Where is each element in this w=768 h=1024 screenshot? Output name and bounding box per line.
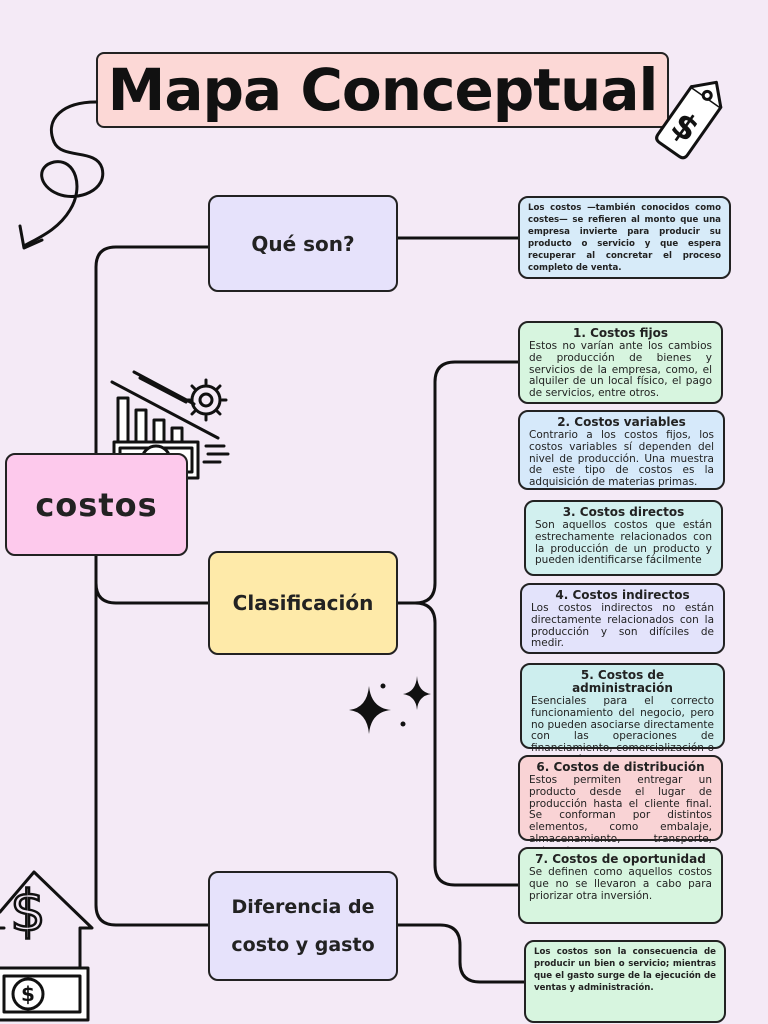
cost-type-text: Son aquellos costos que están estrechame… (535, 519, 712, 567)
sparkles-icon (349, 676, 431, 734)
title-banner: Mapa Conceptual (96, 52, 669, 128)
central-node-costos: costos (5, 453, 188, 556)
central-node-label: costos (35, 485, 158, 524)
definition-text: Los costos —también conocidos como coste… (528, 203, 721, 273)
cost-type-card: 3. Costos directos Son aquellos costos q… (524, 500, 723, 576)
banknote-icon: $ (0, 966, 90, 1022)
cost-type-card: 4. Costos indirectos Los costos indirect… (520, 583, 725, 654)
difference-card: Los costos son la consecuencia de produc… (524, 940, 726, 1023)
cost-type-heading: 2. Costos variables (557, 415, 686, 429)
node-que-son-label: Qué son? (251, 231, 355, 256)
svg-text:$: $ (10, 879, 46, 944)
cost-type-text: Estos permiten entregar un producto desd… (529, 774, 712, 857)
page-title: Mapa Conceptual (107, 56, 659, 124)
node-clasificacion: Clasificación (208, 551, 398, 655)
cost-type-card: 7. Costos de oportunidad Se definen como… (518, 847, 723, 924)
node-diferencia-label: Diferencia de costo y gasto (231, 896, 375, 956)
cost-type-text: Se definen como aquellos costos que no s… (529, 866, 712, 902)
cost-type-text: Contrario a los costos fijos, los costos… (529, 429, 714, 489)
swirl-arrow-icon (18, 100, 105, 250)
cost-type-heading: 7. Costos de oportunidad (535, 852, 706, 866)
cost-type-heading: 4. Costos indirectos (555, 588, 690, 602)
cost-type-text: Estos no varían ante los cambios de prod… (529, 340, 712, 400)
cost-type-text: Los costos indirectos no están directame… (531, 602, 714, 650)
node-que-son: Qué son? (208, 195, 398, 292)
cost-type-card: 1. Costos fijos Estos no varían ante los… (518, 321, 723, 404)
svg-text:$: $ (21, 982, 35, 1006)
cost-type-card: 6. Costos de distribución Estos permiten… (518, 755, 723, 857)
cost-type-heading: 5. Costos de administración (572, 668, 673, 695)
house-dollar-icon: $ (0, 870, 94, 972)
difference-text: Los costos son la consecuencia de produc… (534, 947, 716, 993)
definition-card: Los costos —también conocidos como coste… (518, 196, 731, 279)
node-clasificacion-label: Clasificación (232, 591, 374, 615)
cost-type-heading: 3. Costos directos (562, 505, 685, 519)
node-diferencia: Diferencia de costo y gasto (208, 871, 398, 981)
cost-type-heading: 6. Costos de distribución (536, 760, 705, 774)
cost-type-heading: 1. Costos fijos (573, 326, 668, 340)
cost-type-card: 5. Costos de administración Esenciales p… (520, 663, 725, 766)
price-tag-icon: $ (655, 80, 723, 160)
cost-type-card: 2. Costos variables Contrario a los cost… (518, 410, 725, 490)
